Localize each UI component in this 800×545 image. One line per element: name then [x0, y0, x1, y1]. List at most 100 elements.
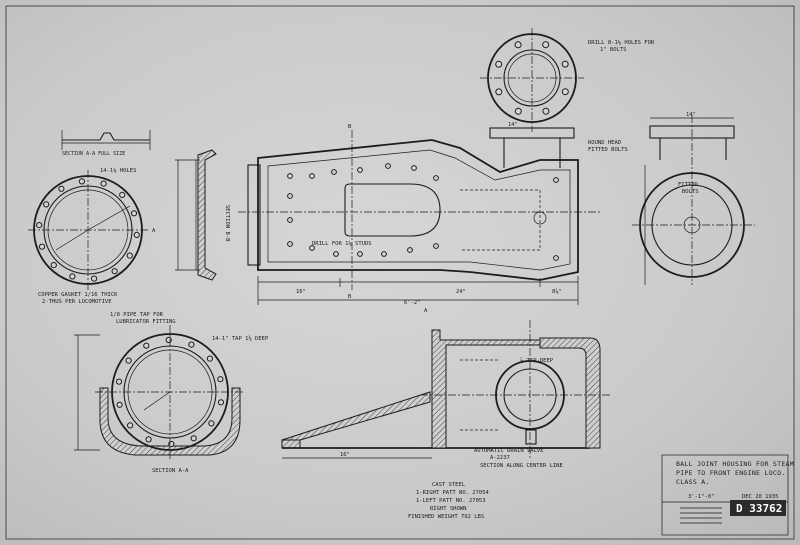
- dim-16-lower: 16": [340, 452, 350, 458]
- bolt-hole: [217, 376, 224, 383]
- bolt-hole: [561, 88, 569, 96]
- main-plan-view: B B DRILL FOR 1⅛ STUDS 16" 24" 8⅞" 6'-2": [238, 124, 600, 306]
- bolt-hole: [561, 60, 569, 68]
- bolt-hole: [143, 342, 150, 349]
- bolt-hole: [188, 341, 195, 348]
- stud-hole: [411, 165, 417, 171]
- bolt-hole: [43, 201, 50, 208]
- bolt-hole: [115, 378, 123, 385]
- gasket-ring-view: 14-1⅛ HOLES A COPPER GASKET 1/16 THICK 2…: [28, 167, 156, 305]
- bolt-hole: [91, 275, 98, 282]
- stud-hole: [309, 245, 315, 251]
- top-flange-view: DRILL 8-1⅛ HOLES FOR 1" BOLTS ROUND HEAD…: [480, 28, 655, 168]
- bolt-hole: [50, 262, 57, 269]
- section-a-full-size-label: SECTION A-A FULL SIZE: [62, 151, 125, 157]
- note-weight: FINISHED WEIGHT 792 LBS: [408, 514, 484, 520]
- section-aa-label: SECTION A-A: [152, 468, 189, 474]
- drawing-number-box: [730, 500, 786, 516]
- bolt-hole: [58, 185, 65, 192]
- drawing-number: D 33762: [736, 502, 782, 515]
- bolt-hole: [125, 357, 132, 364]
- auto-drain-note-2: A-2237: [490, 455, 510, 461]
- bolt-hole: [38, 243, 46, 250]
- tap-deep-right-note: ⅞ TAP-DEEP: [520, 357, 554, 364]
- bolt-hole: [168, 440, 175, 448]
- bolt-hole: [514, 107, 522, 115]
- stud-hole: [381, 251, 387, 257]
- drill-holes-note-2: 1" BOLTS: [600, 47, 627, 53]
- right-end-view: 14" FITTED BOLTS: [632, 112, 755, 285]
- plan-b-mark-bottom: B: [348, 294, 352, 300]
- drill-studs-note: DRILL FOR 1⅛ STUDS: [312, 240, 372, 247]
- stud-hole: [553, 255, 559, 261]
- bolt-hole: [514, 41, 522, 49]
- dim-24: 24": [456, 289, 466, 295]
- dim-6-2: 6'-2": [404, 300, 421, 306]
- center-a-mark: A: [424, 308, 428, 314]
- stud-hole: [407, 247, 413, 253]
- bolt-hole: [206, 355, 213, 362]
- bolt-hole: [69, 273, 76, 280]
- dim-14-right: 14": [686, 112, 696, 118]
- bolt-hole: [133, 231, 140, 238]
- stud-hole: [287, 241, 293, 247]
- title-date: DEC 20 1935: [742, 494, 778, 500]
- stud-hole: [357, 167, 363, 173]
- bolt-hole: [495, 88, 503, 96]
- stud-hole: [287, 193, 293, 199]
- note-right-shown: RIGHT SHOWN: [430, 506, 466, 512]
- dim-16: 16": [296, 289, 306, 295]
- section-b-label: SECTION B-B: [224, 205, 230, 242]
- bolt-hole: [542, 107, 550, 115]
- section-aa-view: 1/8 PIPE TAP FOR LUBRICATOR FITTING 14-1…: [74, 312, 269, 474]
- bolt-hole: [165, 336, 172, 344]
- title-line-2: PIPE TO FRONT ENGINE LOCO.: [676, 469, 786, 477]
- bolt-hole: [130, 210, 138, 217]
- note-right-patt: 1-RIGHT PATT NO. 27054: [416, 490, 490, 496]
- stud-hole: [385, 163, 391, 169]
- fitted-note-2: BOLTS: [682, 189, 699, 195]
- title-scale: 3'-1"-0": [688, 494, 715, 500]
- gasket-a-mark: A: [152, 228, 156, 234]
- stud-hole: [357, 251, 363, 257]
- approval-stamps: [680, 507, 722, 524]
- stud-hole: [333, 251, 339, 257]
- bolt-hole: [190, 435, 197, 442]
- note-left-patt: 1-LEFT PATT NO. 27053: [416, 498, 486, 504]
- stud-hole: [553, 177, 559, 183]
- title-line-1: BALL JOINT HOUSING FOR STEAM: [676, 460, 794, 468]
- bolt-hole: [78, 178, 86, 185]
- bolt-hole: [542, 41, 550, 49]
- stud-hole: [287, 173, 293, 179]
- dim-14-top: 14": [508, 122, 518, 128]
- round-head-note-2: FITTED BOLTS: [588, 147, 628, 153]
- auto-drain-note-1: AUTOMATIC DRAIN VALVE: [474, 448, 544, 454]
- section-center-line-view: ⅞ TAP-DEEP AUTOMATIC DRAIN VALVE A-2237 …: [281, 308, 610, 469]
- bolt-hole: [495, 60, 503, 68]
- gasket-note-2: 2-THUS PER LOCOMOTIVE: [42, 299, 112, 305]
- bolt-hole: [145, 436, 152, 443]
- bolt-hole: [217, 399, 225, 406]
- bolt-hole: [119, 191, 126, 198]
- bolt-hole: [126, 252, 133, 259]
- tap-deep-note: 14-1" TAP 1⅜ DEEP: [212, 335, 269, 342]
- notes-block: CAST STEEL 1-RIGHT PATT NO. 27054 1-LEFT…: [408, 482, 490, 520]
- section-a-full-size-view: SECTION A-A FULL SIZE: [61, 130, 151, 157]
- section-center-label: SECTION ALONG CENTER LINE: [480, 463, 563, 469]
- round-head-note-1: ROUND HEAD: [588, 140, 621, 146]
- section-b-view: SECTION B-B: [175, 149, 230, 281]
- fitted-note-1: FITTED: [678, 182, 698, 188]
- holes-callout: 14-1⅛ HOLES: [100, 167, 136, 174]
- sheet-border: [5, 5, 795, 540]
- title-line-3: CLASS A.: [676, 478, 710, 486]
- bolt-hole: [116, 401, 123, 408]
- pipe-tap-note: 1/8 PIPE TAP FOR: [110, 312, 164, 318]
- dim-8: 8⅞": [552, 288, 562, 295]
- gasket-note-1: COPPER GASKET 1/16 THICK: [38, 292, 118, 298]
- note-cast-steel: CAST STEEL: [432, 482, 466, 488]
- lubricator-note: LUBRICATOR FITTING: [116, 319, 176, 325]
- bolt-hole: [100, 180, 107, 187]
- stud-hole: [309, 173, 315, 179]
